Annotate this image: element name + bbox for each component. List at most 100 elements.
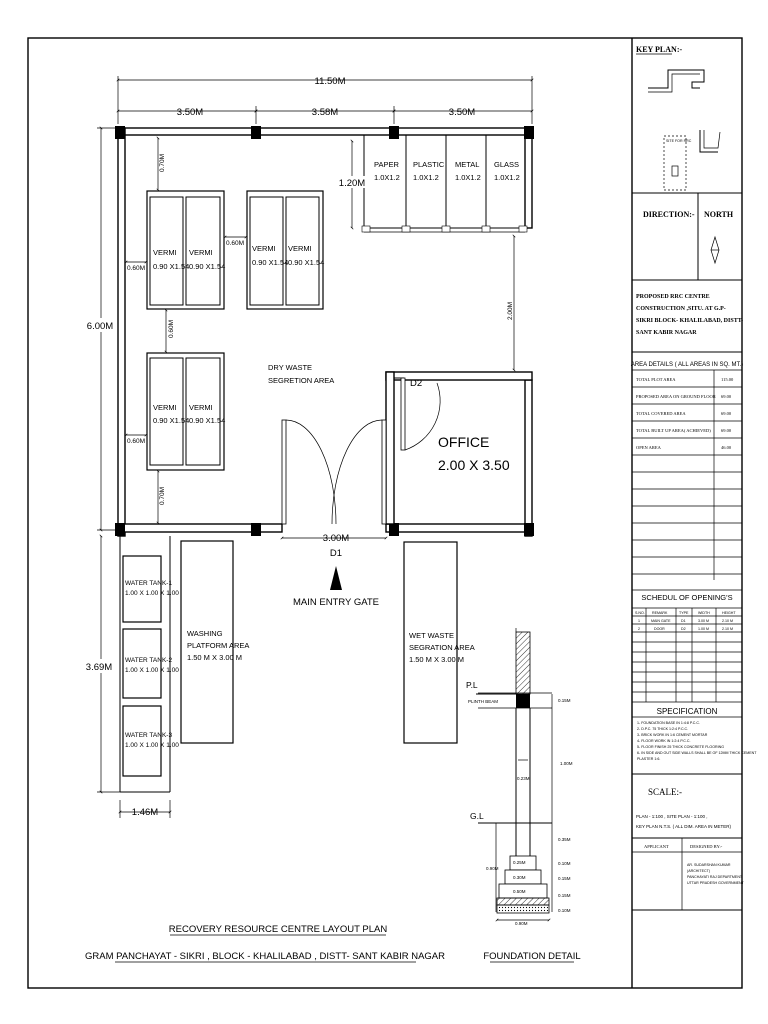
north-arrow-icon	[710, 235, 720, 265]
office-left-wall	[385, 371, 395, 525]
door-d2-label: D2	[410, 378, 422, 389]
scale-title: SCALE:-	[648, 787, 682, 797]
floor-plan: 11.50M 3.50M 3.58M 3.50M 6.00M	[84, 76, 534, 963]
pl-label: P.L	[466, 680, 478, 690]
dim-r5: 0.15M	[558, 876, 571, 881]
gap-dim-between: 0.60M	[226, 240, 244, 247]
openings-cell: 2	[638, 627, 640, 631]
vermi-label: VERMI	[189, 403, 213, 412]
footing-width-3: 0.50M	[513, 889, 526, 894]
dim-r6: 0.15M	[558, 893, 571, 898]
vermi-size: 0.90 X1.54	[153, 262, 189, 271]
dim-r1: 0.15M	[558, 698, 571, 703]
area-details-table: AREA DETAILS ( ALL AREAS IN SQ. MT.) TOT…	[631, 362, 743, 580]
openings-header-remark: REMARK	[652, 611, 668, 615]
gate-width-dim: 3.00M	[323, 533, 349, 544]
north-label: NORTH	[704, 210, 734, 219]
area-row-2-value: 69.00	[721, 394, 732, 399]
key-plan-note: SITE FOR RRC	[666, 139, 692, 143]
main-gate: 3.00M D1 MAIN ENTRY GATE	[280, 419, 388, 608]
openings-cell: 3.00 M	[698, 619, 709, 623]
bin-depth-dim: 1.20M	[339, 178, 365, 189]
bin-plastic-size: 1.0X1.2	[413, 173, 439, 182]
column	[524, 126, 534, 139]
sidebar: KEY PLAN:- SITE FOR RRC DIRECTION:- NORT…	[631, 45, 757, 911]
lower-area: 3.69M WATER TANK-1 1.00 X 1.00 X 1.00 WA…	[84, 534, 475, 818]
water-tank-1-size: 1.00 X 1.00 X 1.00	[125, 590, 179, 597]
bin-glass-label: GLASS	[494, 160, 519, 169]
area-row-2-label: PROPOSED AREA ON GROUND FLOOR	[636, 394, 716, 399]
water-tank-3-size: 1.00 X 1.00 X 1.00	[125, 742, 179, 749]
plan-title: RECOVERY RESOURCE CENTRE LAYOUT PLAN	[169, 924, 388, 935]
plinth-beam-label: PLINTH BEAM	[468, 699, 498, 704]
column	[115, 523, 125, 536]
openings-cell: D1	[681, 619, 686, 623]
left-wall	[117, 127, 126, 537]
door-d2-leaf	[400, 377, 406, 451]
spec-line-2: 2- D.P.C. 75 THICK 1:2:4 P.C.C.	[637, 727, 688, 731]
dim-r3: 0.35M	[558, 837, 571, 842]
spec-title: SPECIFICATION	[657, 707, 718, 716]
vermi-size: 0.90 X1.54	[189, 262, 225, 271]
footing-width-2: 0.30M	[513, 875, 526, 880]
openings-cell: 2.10 M	[722, 627, 733, 631]
washing-label-2: PLATFORM AREA	[187, 641, 249, 650]
dry-waste-label: DRY WASTE	[268, 363, 312, 372]
overall-width-label: 11.50M	[315, 76, 346, 87]
openings-cell: 1.00 M	[698, 627, 709, 631]
right-wall-lower	[524, 379, 533, 537]
specification: SPECIFICATION 1- FOUNDATION BASE IN 1:4:…	[632, 707, 757, 761]
column	[251, 523, 261, 536]
vermi-label: VERMI	[153, 248, 177, 257]
project-line-2: CONSTRUCTION ,SITU. AT G.P-	[636, 306, 726, 312]
bin-metal-label: METAL	[455, 160, 479, 169]
openings-header-type: TYPE	[679, 611, 689, 615]
vermi-group-2	[246, 190, 324, 310]
bin-plastic-label: PLASTIC	[413, 160, 445, 169]
lower-height-dim: 3.69M	[86, 662, 112, 673]
vermi-label: VERMI	[252, 244, 276, 253]
openings-header-width: WIDTH	[698, 611, 710, 615]
designed-by-label: DESIGNED BY:-	[690, 844, 723, 849]
water-tank-3	[122, 705, 162, 777]
plinth-beam	[516, 694, 530, 708]
openings-cell: D2	[681, 627, 686, 631]
spec-line-5: 5- FLOOR FINISH 25 THICK CONCRETE FLOORI…	[637, 745, 724, 749]
area-row-1-label: TOTAL PLOT AREA	[636, 377, 676, 382]
vermi-size: 0.90 X1.54	[153, 416, 189, 425]
area-row-3-label: TOTAL COVERED AREA	[636, 411, 686, 416]
column	[115, 126, 125, 139]
scale-line-2: KEY PLAN N.T.S. ( ALL DIM. AREA IN METER…	[636, 824, 732, 829]
main-entry-label: MAIN ENTRY GATE	[293, 597, 379, 608]
office-size: 2.00 X 3.50	[438, 457, 510, 473]
tank-width-dim: 1.46M	[132, 807, 158, 818]
designer-line-2: (ARCHITECT)	[687, 869, 710, 873]
washing-label-1: WASHING	[187, 629, 223, 638]
area-row-3-value: 69.00	[721, 411, 732, 416]
office-room: D2 OFFICE 2.00 X 3.50 2.00M	[385, 234, 533, 525]
dim-r2: 1.00M	[560, 761, 573, 766]
gate-leaf-right	[381, 419, 387, 525]
entry-arrow	[330, 566, 342, 590]
column	[524, 523, 534, 536]
bin-glass-size: 1.0X1.2	[494, 173, 520, 182]
dry-waste-label-2: SEGRETION AREA	[268, 376, 334, 385]
vermi-label: VERMI	[189, 248, 213, 257]
door-d1-label: D1	[330, 548, 342, 559]
gap-dim-mid: 0.60M	[168, 320, 175, 338]
water-tank-2-label: WATER TANK-2	[125, 657, 172, 664]
wet-waste-label-1: WET WASTE	[409, 631, 454, 640]
scale-line-1: PLAN - 1:100 , SITE PLAN - 1:100 ,	[636, 814, 708, 819]
area-row-4-label: TOTAL BUILT UP AREA( ACHIEVED)	[636, 428, 711, 433]
openings-cell: MAIN GATE	[651, 619, 671, 623]
gap-dim-bottom: 0.70M	[159, 487, 166, 505]
vermi-beds: VERMI 0.90 X1.54 VERMI 0.90 X1.54 VERMI …	[146, 190, 324, 471]
vermi-label: VERMI	[153, 403, 177, 412]
openings-cell: DOOR	[654, 627, 665, 631]
area-row-5-label: OPEN AREA	[636, 445, 662, 450]
spec-line-4: 4- FLOOR WORK IN 1:2:4 P.C.C.	[637, 739, 690, 743]
depth-dim: 0.90M	[486, 866, 499, 871]
water-tank-1	[122, 555, 162, 623]
vermi-size: 0.90 X1.54	[189, 416, 225, 425]
